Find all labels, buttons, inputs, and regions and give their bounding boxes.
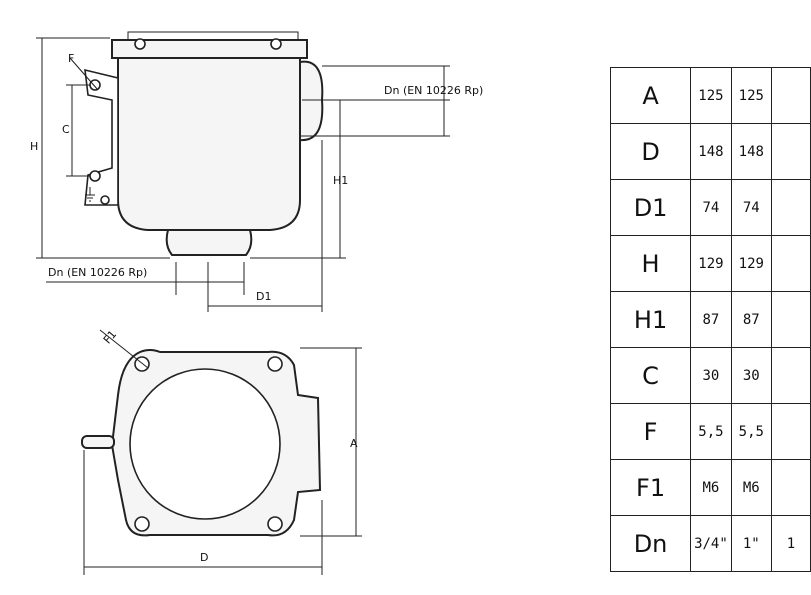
bracket-hole-top [89, 79, 101, 91]
table-key-cell: C [609, 347, 692, 404]
table-value-cell: 148 [730, 123, 772, 180]
table-value-cell [770, 459, 811, 516]
dim-H-label: H [30, 140, 38, 153]
table-key-cell: D [609, 123, 692, 180]
top-bolt-2 [267, 356, 283, 372]
table-value-cell: 125 [690, 67, 732, 124]
dim-H1-lines [250, 99, 346, 259]
table-value-cell [770, 67, 811, 124]
table-value-cell [770, 123, 811, 180]
table-value-cell: 87 [730, 291, 772, 348]
table-value-cell [770, 235, 811, 292]
dim-Dn-top-lines [300, 65, 450, 137]
table-value-cell: 129 [730, 235, 772, 292]
dim-A-label: A [350, 437, 358, 450]
table-value-cell: 3/4" [690, 515, 732, 572]
dim-D1-label: D1 [256, 290, 271, 303]
dim-F1-leader [99, 329, 149, 369]
dim-A-lines [300, 347, 362, 537]
table-value-cell: 74 [690, 179, 732, 236]
table-value-cell: 148 [690, 123, 732, 180]
table-key-cell: H1 [609, 291, 692, 348]
dim-Dn-top-label: Dn (EN 10226 Rp) [384, 84, 483, 97]
dim-H1-label: H1 [333, 174, 348, 187]
cover-top-ridge [127, 31, 299, 41]
table-value-cell [770, 291, 811, 348]
ground-icon [85, 187, 95, 202]
top-view: F1 A D [81, 328, 362, 575]
dim-Dn-bottom-lines [46, 262, 245, 295]
dim-F-leader [69, 57, 99, 91]
table-value-cell [770, 179, 811, 236]
table-value-cell: 5,5 [690, 403, 732, 460]
cover-bolt-left [134, 38, 146, 50]
filter-body [117, 57, 301, 231]
cover-bolt-right [270, 38, 282, 50]
table-value-cell: 125 [730, 67, 772, 124]
table-key-cell: H [609, 235, 692, 292]
table-value-cell [770, 403, 811, 460]
table-value-cell: M6 [690, 459, 732, 516]
table-value-cell: 1 [770, 515, 811, 572]
dim-Dn-bottom-label: Dn (EN 10226 Rp) [48, 266, 147, 279]
table-value-cell: 87 [690, 291, 732, 348]
table-key-cell: Dn [609, 515, 692, 572]
dim-F-label: F [68, 52, 74, 65]
side-nozzle [81, 435, 115, 449]
technical-drawing: H C F Dn (EN 10226 Rp) H1 Dn (EN 10226 R… [30, 31, 483, 575]
table-value-cell: 1" [730, 515, 772, 572]
side-view: H C F Dn (EN 10226 Rp) H1 Dn (EN 10226 R… [30, 31, 483, 312]
table-value-cell [770, 347, 811, 404]
table-key-cell: D1 [609, 179, 692, 236]
ground-screw [100, 195, 110, 205]
table-value-cell: 30 [730, 347, 772, 404]
top-bolt-4 [267, 516, 283, 532]
table-value-cell: 5,5 [730, 403, 772, 460]
table-value-cell: 30 [690, 347, 732, 404]
table-key-cell: F [609, 403, 692, 460]
dim-D-label: D [200, 551, 208, 564]
table-value-cell: 129 [690, 235, 732, 292]
dim-H-lines [36, 37, 170, 259]
side-outlet [299, 60, 324, 142]
table-value-cell: 74 [730, 179, 772, 236]
bottom-outlet [165, 229, 253, 256]
top-bolt-3 [134, 516, 150, 532]
dim-C-lines [66, 84, 90, 177]
mounting-bracket [84, 68, 119, 206]
dim-C-label: C [62, 123, 70, 136]
dim-D1-lines [207, 140, 323, 312]
bracket-hole-bottom [89, 170, 101, 182]
top-center-circle [129, 368, 281, 520]
table-value-cell: M6 [730, 459, 772, 516]
table-key-cell: F1 [609, 459, 692, 516]
table-key-cell: A [609, 67, 692, 124]
dim-D-lines [83, 450, 323, 575]
